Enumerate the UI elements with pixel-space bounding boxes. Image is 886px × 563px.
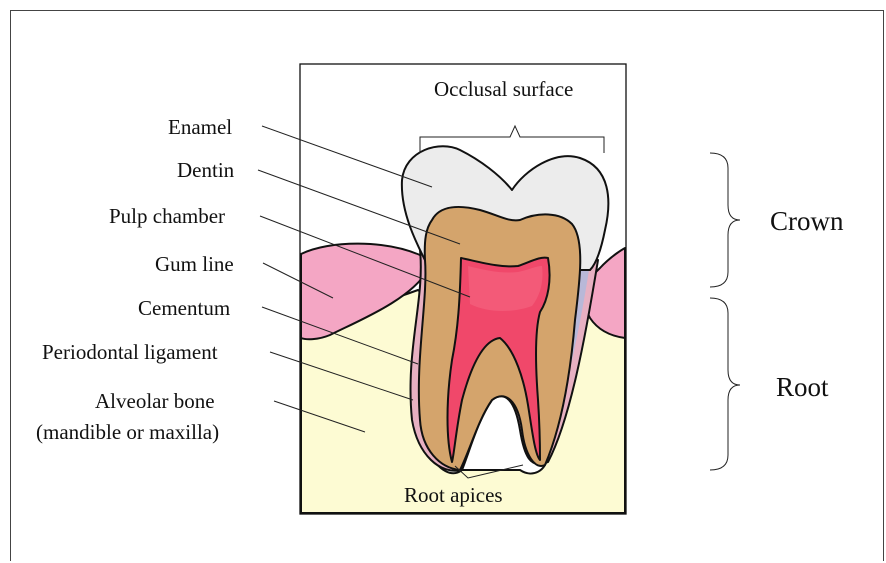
dentin-label: Dentin	[177, 158, 235, 182]
root-apices-label: Root apices	[404, 483, 503, 507]
periodontal-ligament-label: Periodontal ligament	[42, 340, 218, 364]
pulp-highlight	[468, 266, 543, 311]
gum-line-label: Gum line	[155, 252, 234, 276]
enamel-label: Enamel	[168, 115, 232, 139]
cementum-label: Cementum	[138, 296, 230, 320]
root-brace	[710, 298, 740, 470]
pulp-chamber-label: Pulp chamber	[109, 204, 225, 228]
crown-brace	[710, 153, 740, 287]
root-label: Root	[776, 372, 829, 402]
crown-label: Crown	[770, 206, 844, 236]
alveolar-bone-label: Alveolar bone	[95, 389, 215, 413]
occlusal-surface-label: Occlusal surface	[434, 77, 573, 101]
alveolar-bone-sublabel: (mandible or maxilla)	[36, 420, 219, 444]
